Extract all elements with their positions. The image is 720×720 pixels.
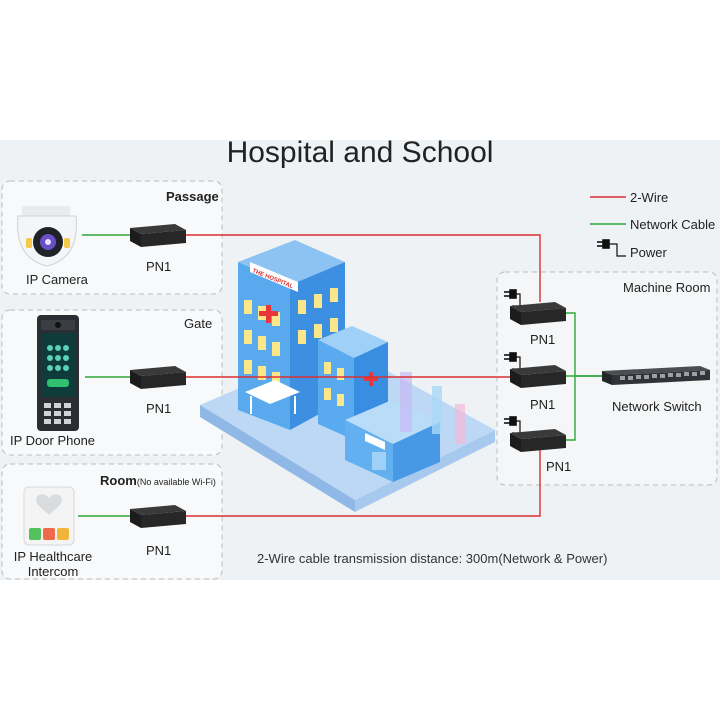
ip-camera-label: IP Camera — [26, 272, 88, 287]
pn1-machine-middle-unit — [510, 365, 566, 388]
ip-healthcare-intercom-label: IP Healthcare Intercom — [8, 549, 98, 579]
ip-camera-device — [17, 206, 77, 267]
pn1-room-label: PN1 — [146, 543, 172, 558]
ip-door-phone-label: IP Door Phone — [10, 433, 96, 448]
legend-power-label: Power — [630, 245, 667, 260]
hospital-building-illustration: THE HOSPITAL — [200, 240, 495, 512]
pn1-machine-top-unit — [510, 302, 566, 325]
passage-zone-title: Passage — [166, 189, 219, 204]
pn1-room-unit — [130, 505, 186, 528]
pn1-passage-unit — [130, 224, 186, 247]
ip-healthcare-label-line1: IP Healthcare — [13, 549, 93, 564]
pn1-machine-top-label: PN1 — [530, 332, 556, 347]
pn1-passage-label: PN1 — [146, 259, 172, 274]
ip-healthcare-label-line2: Intercom — [27, 564, 79, 579]
pn1-machine-middle-label: PN1 — [530, 397, 556, 412]
room-zone-title: Room(No available Wi-Fi) — [100, 473, 216, 488]
legend-power-plug-icon — [597, 239, 626, 257]
pn1-machine-bottom-label: PN1 — [546, 459, 572, 474]
transmission-footnote: 2-Wire cable transmission distance: 300m… — [257, 551, 608, 566]
legend-network-cable-label: Network Cable — [630, 217, 716, 232]
pn1-gate-label: PN1 — [146, 401, 172, 416]
gate-zone-title: Gate — [184, 316, 213, 331]
room-zone-note: (No available Wi-Fi) — [136, 477, 216, 487]
page-title: Hospital and School — [226, 136, 494, 169]
passage-two-wire — [184, 234, 541, 302]
machine-room-zone-title: Machine Room — [623, 280, 711, 295]
switch-network-cable-bottom — [566, 376, 576, 441]
ip-door-phone-device — [37, 315, 79, 431]
ip-healthcare-intercom-device — [23, 486, 75, 546]
pn1-gate-unit — [130, 366, 186, 389]
pn1-machine-bottom-unit — [510, 429, 566, 452]
room-zone-label: Room — [100, 473, 137, 488]
network-switch-device — [602, 366, 710, 385]
network-switch-label: Network Switch — [612, 399, 702, 414]
legend-two-wire-label: 2-Wire — [630, 190, 669, 205]
room-two-wire — [184, 450, 541, 517]
